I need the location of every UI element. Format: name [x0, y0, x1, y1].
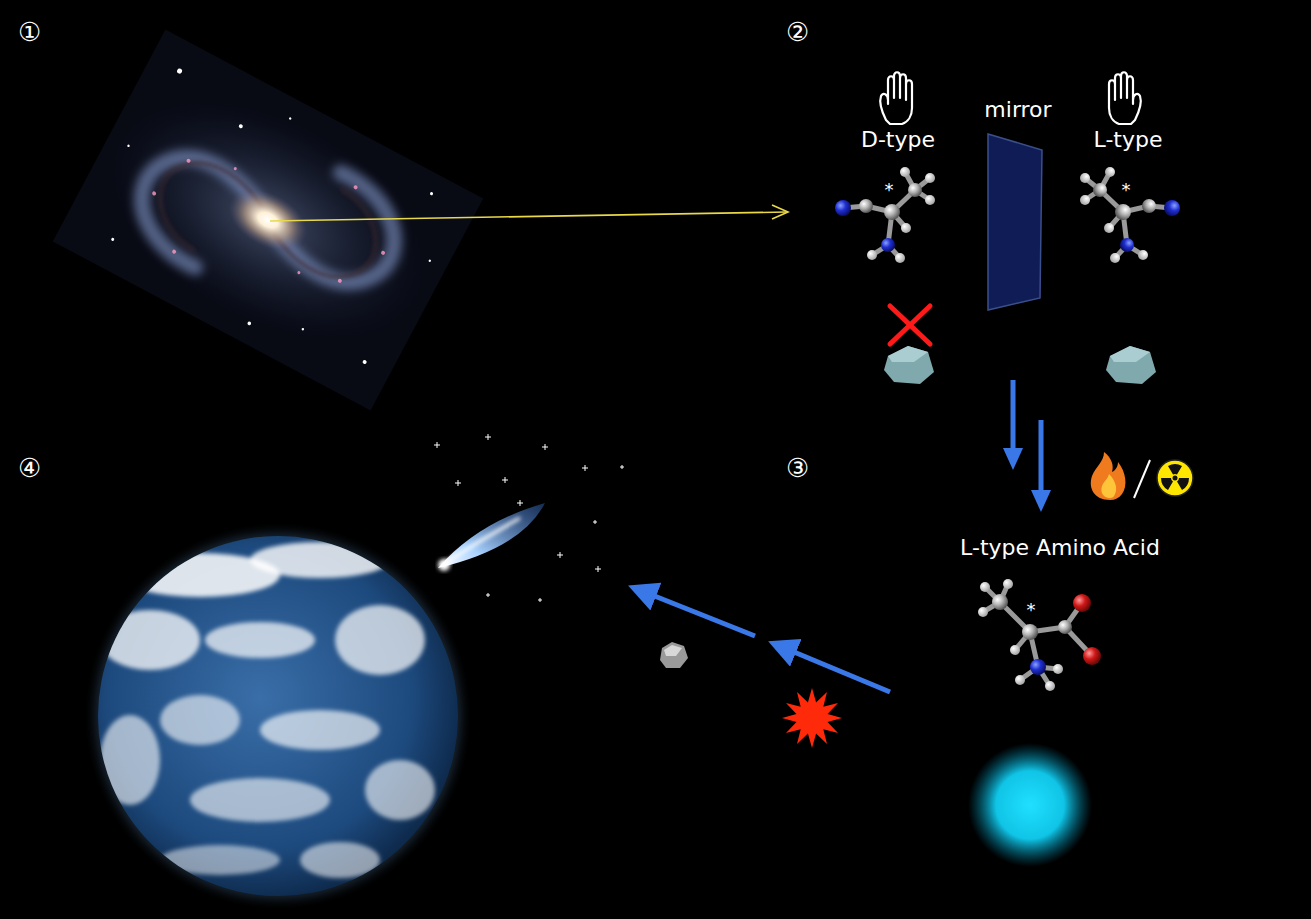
- mirror-label: mirror: [984, 98, 1051, 122]
- stars: [434, 434, 624, 602]
- chirality-mark: *: [1122, 180, 1131, 200]
- pointer-arrow: [270, 205, 788, 221]
- rock: [884, 346, 1156, 384]
- comet: [438, 503, 545, 571]
- type-label: L-type: [1094, 128, 1163, 152]
- l-molecule: [1080, 167, 1180, 263]
- earth: [94, 532, 462, 900]
- glow-sphere: [968, 743, 1092, 867]
- radiation-icon: [1157, 460, 1193, 496]
- d-molecule: [835, 167, 935, 263]
- cross-mark: [890, 306, 930, 344]
- amino-acid-molecule: [978, 579, 1101, 691]
- chirality-mark: *: [1027, 600, 1036, 620]
- callout-number: ①: [18, 18, 41, 47]
- process-arrow: [1003, 380, 1051, 512]
- heat-icon: [1091, 452, 1126, 500]
- mirror-plane: [988, 134, 1042, 310]
- slash: [1134, 460, 1150, 498]
- callout-number: ③: [786, 454, 809, 483]
- hand-icon: [880, 72, 1140, 124]
- galaxy-image: [53, 30, 484, 411]
- impact-burst: [782, 688, 842, 748]
- asteroid: [660, 642, 688, 668]
- type-label: D-type: [861, 128, 935, 152]
- molecule-label: L-type Amino Acid: [960, 536, 1160, 560]
- delivery-arrow: [642, 591, 890, 692]
- chirality-mark: *: [885, 180, 894, 200]
- callout-number: ④: [18, 454, 41, 483]
- callout-number: ②: [786, 18, 809, 47]
